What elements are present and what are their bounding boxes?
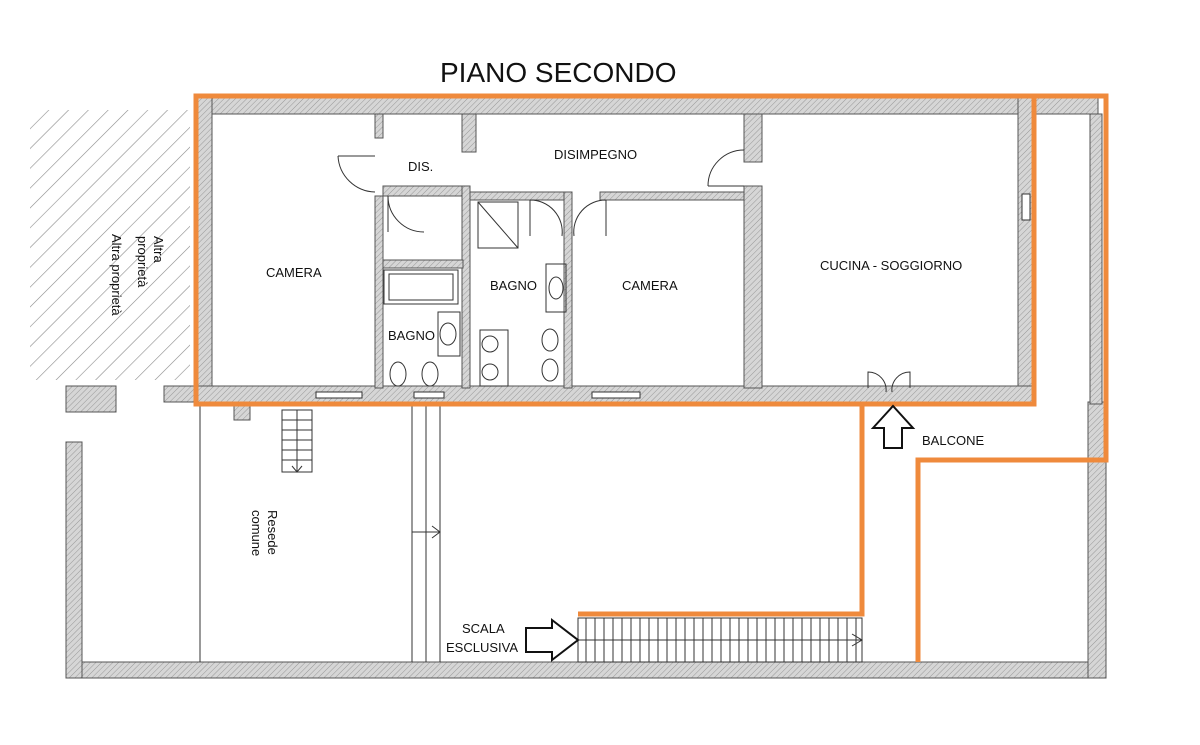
apartment-walls	[195, 95, 1035, 403]
resede-label-line2: comune	[249, 510, 264, 556]
bathroom-fixtures	[383, 201, 567, 387]
arrows	[525, 404, 916, 663]
scala-label-line1: SCALA	[462, 621, 505, 636]
exclusive-area-outline	[193, 93, 1109, 662]
other-property-area	[30, 110, 190, 380]
room-label-camera-mid: CAMERA	[622, 278, 678, 293]
room-label-bagno-left: BAGNO	[388, 328, 435, 343]
area-labels: BALCONE SCALA ESCLUSIVA Resede comune Al…	[109, 234, 984, 655]
room-label-dis: DIS.	[408, 159, 433, 174]
common-stair	[281, 409, 313, 473]
plan-title: PIANO SECONDO	[440, 57, 676, 88]
resede-label-line1: Resede	[265, 510, 280, 555]
room-label-bagno-mid: BAGNO	[490, 278, 537, 293]
room-label-camera-left: CAMERA	[266, 265, 322, 280]
exclusive-stair	[577, 617, 863, 663]
room-label-disimpegno: DISIMPEGNO	[554, 147, 637, 162]
scala-arrow-icon	[525, 617, 580, 663]
altra-label-line1: Altra	[151, 236, 166, 264]
balcone-arrow-icon	[870, 404, 916, 449]
windows	[315, 193, 1031, 399]
room-label-cucina: CUCINA - SOGGIORNO	[820, 258, 962, 273]
balcone-label: BALCONE	[922, 433, 984, 448]
room-labels: CAMERA DIS. DISIMPEGNO BAGNO BAGNO CAMER…	[266, 147, 962, 343]
altra-label-line3: Altra proprietà	[109, 234, 124, 316]
altra-label-line2: proprietà	[135, 236, 150, 288]
doors	[337, 149, 911, 393]
scala-label-line2: ESCLUSIVA	[446, 640, 518, 655]
